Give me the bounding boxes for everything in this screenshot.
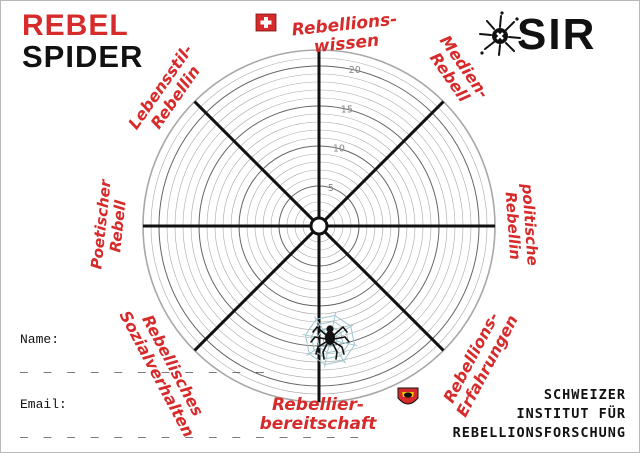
axis-label-line-2: Rebellin xyxy=(502,191,525,260)
email-field[interactable]: _ _ _ _ _ _ _ _ _ _ _ _ _ _ _ xyxy=(20,425,363,440)
radar-axis-label: Medien-Rebell xyxy=(426,32,493,106)
axis-label-line-2: bereitschaft xyxy=(260,414,378,434)
sir-logo-text: SIR xyxy=(517,10,597,59)
radar-spoke xyxy=(323,230,445,352)
institute-line-3: REBELLIONSFORSCHUNG xyxy=(452,425,626,441)
radar-spokes xyxy=(143,50,495,402)
radar-spoke xyxy=(193,230,315,352)
spider-logo-text: SPIDER xyxy=(22,39,144,74)
institute-line-1: SCHWEIZER xyxy=(543,387,626,403)
rebel-logo-text: REBEL xyxy=(22,9,129,42)
axis-label-line-2: Rebell xyxy=(106,199,129,254)
radar-axis-label: Rebellions-wissen xyxy=(291,10,398,58)
radar-spoke xyxy=(193,100,315,222)
radar-scale-tick: 20 xyxy=(349,65,361,76)
sir-logo xyxy=(479,11,525,56)
spider-web-icon xyxy=(302,312,358,368)
radar-spoke xyxy=(323,100,445,222)
axis-label-line-1: politische xyxy=(518,182,542,266)
radar-scale-tick: 10 xyxy=(333,144,345,155)
radar-scale-tick: 15 xyxy=(341,104,353,115)
axis-label-line-1: Rebellier- xyxy=(272,395,364,415)
email-label: Email: xyxy=(20,397,67,412)
name-label: Name: xyxy=(20,332,60,347)
spider-icon xyxy=(310,325,350,360)
radar-scale-tick: 5 xyxy=(328,183,334,194)
name-field[interactable]: _ _ _ _ _ _ _ _ _ _ _ xyxy=(20,360,268,375)
radar-center-hub xyxy=(309,216,329,236)
radar-axis-label: Lebensstil-Rebellin xyxy=(124,41,204,133)
splatter-icon xyxy=(479,11,525,56)
swiss-flag-icon xyxy=(255,13,277,32)
institute-line-2: INSTITUT FÜR xyxy=(516,406,626,422)
radar-axis-label: Rebellier-bereitschaft xyxy=(260,395,378,434)
institute-name: SCHWEIZER INSTITUT FÜR REBELLIONSFORSCHU… xyxy=(453,386,626,443)
bern-flag-icon xyxy=(397,387,419,405)
radar-scale: 5 10 15 20 xyxy=(328,65,361,194)
